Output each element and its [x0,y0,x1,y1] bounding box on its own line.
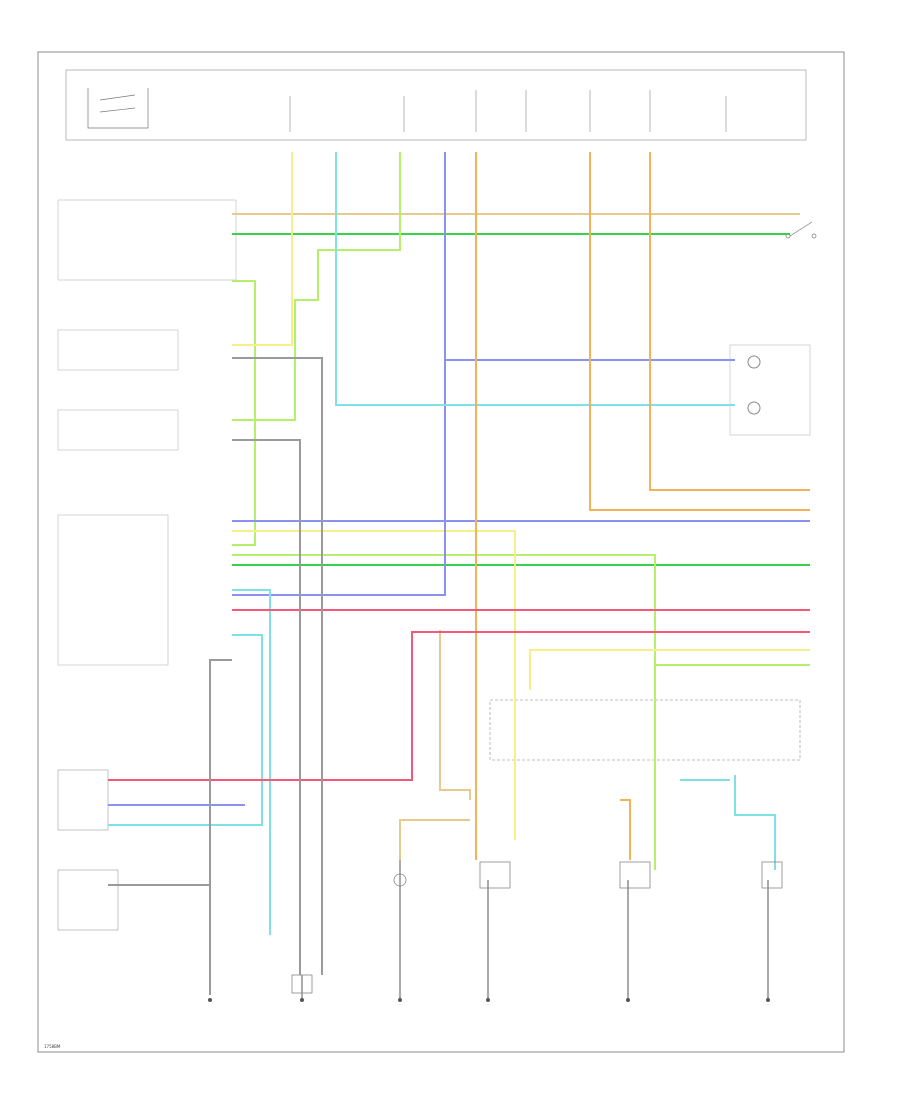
multifunction-switch-box [57,409,179,451]
pink-wire-lower [108,631,810,781]
light-blue-wire-trailer [734,775,776,870]
combo-switch-box [57,869,119,931]
right-tail-lamp-icon [619,861,651,889]
body-control-module-box [57,199,237,281]
light-green-wire-top [232,152,401,421]
wire-group [108,152,810,995]
hazard-switch-box [57,329,179,371]
yellow-wire-lower [232,530,516,840]
tan-wire-drop [439,630,471,800]
lamp-symbols [291,861,783,994]
light-blue-wire-lower [232,589,271,935]
fuse-symbols [289,90,727,132]
orange-wire-c [649,152,810,491]
light-blue-wire-module [108,634,263,826]
blue-wire [232,152,446,596]
ground-connector-icon [291,974,313,994]
ignition-switch-symbol [87,88,149,129]
light-green-wire [232,280,256,546]
tan-wire-lamp [399,819,470,860]
turn-signal-module-box [57,514,169,666]
orange-wire-d [620,799,631,860]
license-lamp-icon [393,873,407,887]
gray-wire-c [209,659,232,995]
gray-wire-b [232,439,301,975]
ground-lines [301,860,769,1000]
right-indicator-lamp [747,401,761,415]
gray-wire [232,357,323,975]
left-tail-lamp-icon [479,861,511,889]
trailer-connector-icon [761,861,783,889]
left-indicator-lamp [747,355,761,369]
diagram-frame [37,51,845,1053]
turn-signal-switch-box [57,769,109,831]
rear-lamp-relay-box [489,699,801,761]
instrument-cluster-box [729,344,811,436]
ground-symbols [208,998,770,1002]
yellow-wire-relay [529,649,810,690]
fuse-block-box [65,69,807,141]
light-blue-wire [335,152,735,406]
orange-wire-b [589,152,810,511]
yellow-wire [232,152,293,346]
light-green-wire-right [232,554,656,870]
footer-code: 1758BM [44,1044,61,1049]
